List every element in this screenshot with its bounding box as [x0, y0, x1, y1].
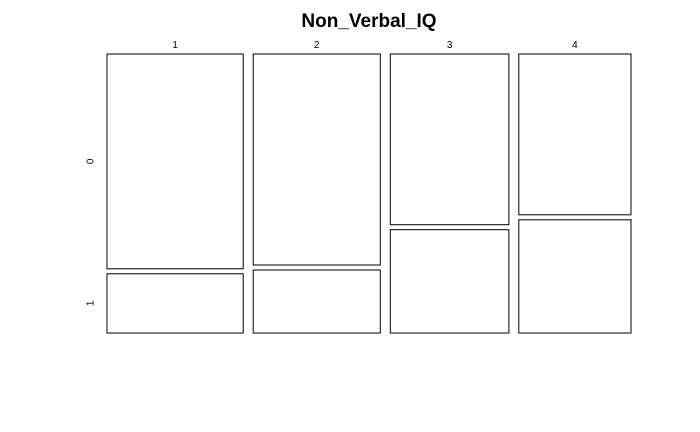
x-tick-labels: 1 2 3 4 [172, 40, 578, 51]
mosaic-tile-2-1 [252, 269, 381, 334]
mosaic-tile-4-1 [518, 219, 632, 334]
y-tick-label: 0 [86, 158, 97, 164]
x-tick-label: 2 [314, 40, 320, 51]
x-tick-label: 1 [172, 40, 178, 51]
y-tick-label: 1 [86, 300, 97, 306]
mosaic-tile-1-1 [106, 273, 244, 334]
x-tick-label: 3 [447, 40, 453, 51]
mosaic-tile-4-0 [518, 53, 632, 216]
x-tick-label: 4 [572, 40, 578, 51]
chart-title: Non_Verbal_IQ [301, 11, 436, 32]
mosaic-tile-1-0 [106, 53, 244, 270]
mosaic-tiles [106, 53, 632, 334]
y-tick-labels: 01 [86, 158, 97, 306]
mosaic-tile-3-0 [389, 53, 510, 226]
mosaic-tile-3-1 [389, 229, 510, 334]
mosaic-tile-2-0 [252, 53, 381, 266]
